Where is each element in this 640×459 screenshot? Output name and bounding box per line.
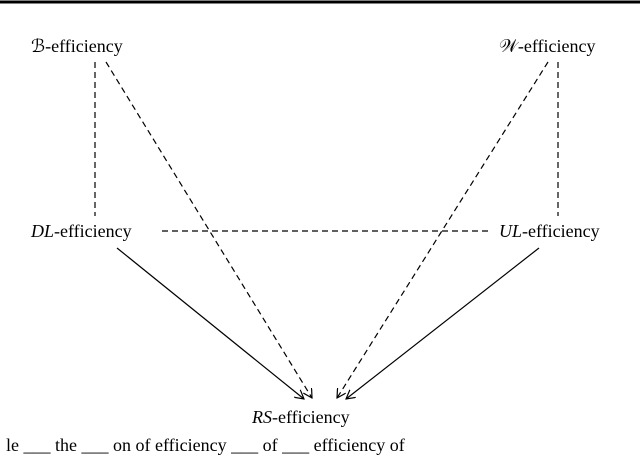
arrow-dl-rs [116, 247, 304, 399]
node-rs-efficiency: RS-efficiency [251, 407, 350, 427]
node-dl-efficiency: DL-efficiency [30, 221, 132, 241]
arrow-ul-rs [346, 247, 540, 399]
arrow-b-rs [105, 61, 312, 398]
arrow-w-rs [337, 61, 549, 398]
node-w-efficiency: 𝒲-efficiency [499, 36, 596, 56]
caption-fragment: le ___ the ___ on of efficiency ___ of _… [6, 435, 405, 455]
node-b-efficiency: ℬ-efficiency [31, 36, 123, 56]
node-ul-efficiency: UL-efficiency [499, 221, 600, 241]
